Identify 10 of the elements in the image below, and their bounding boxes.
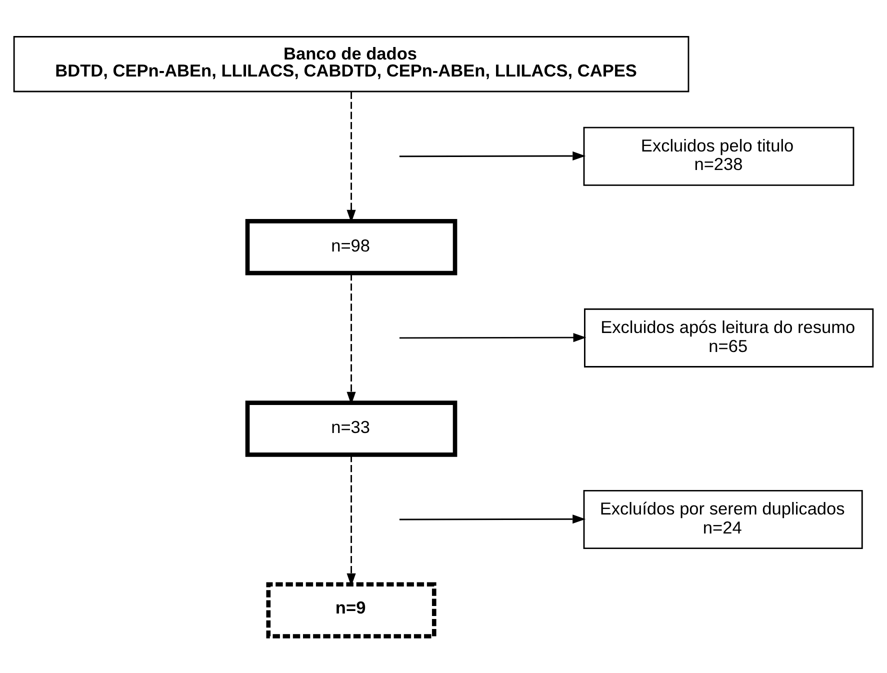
node-box: n=9 <box>266 582 436 638</box>
node-box: n=98 <box>245 219 458 276</box>
arrow <box>399 333 586 342</box>
node-box: Excluídos por serem duplicados n=24 <box>583 490 863 550</box>
arrow <box>399 151 586 161</box>
node-box: n=33 <box>245 400 458 457</box>
node-box: Excluidos pelo titulo n=238 <box>583 126 854 186</box>
arrow <box>399 514 586 524</box>
node-box: Excluidos após leitura do resumo n=65 <box>584 308 874 368</box>
node-box: Banco de dados BDTD, CEPn-ABEn, LLILACS, CABDTD, CEPn-ABEn, LLILACS, CAPES <box>13 36 690 92</box>
